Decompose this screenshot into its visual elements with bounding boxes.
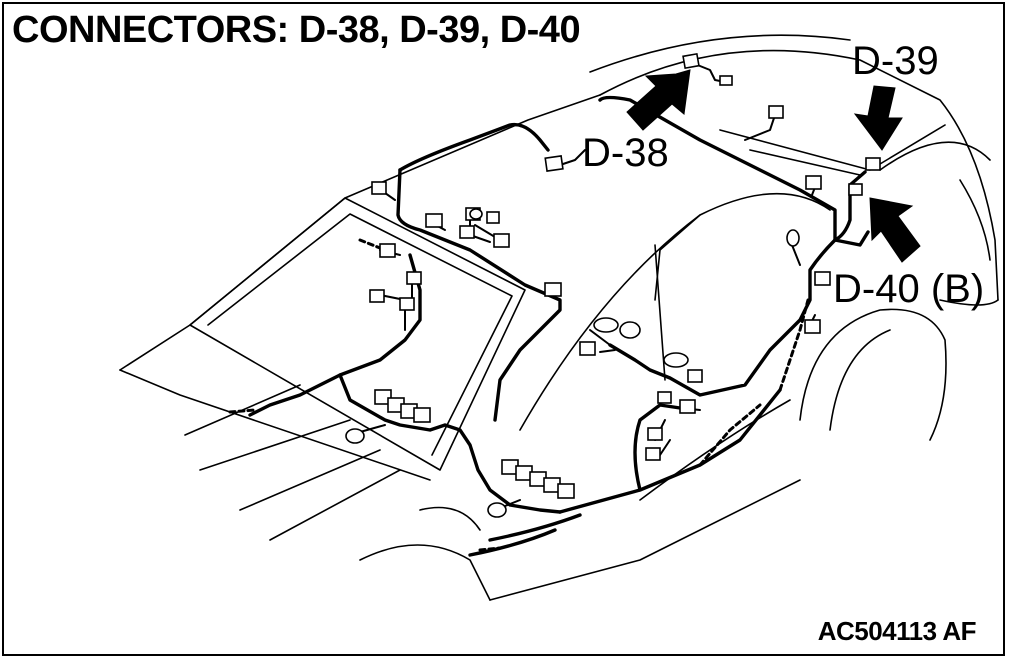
branch-wires bbox=[359, 61, 818, 509]
dashed-harness bbox=[228, 238, 810, 552]
page-title: CONNECTORS: D-38, D-39, D-40 bbox=[12, 9, 581, 51]
round-connectors bbox=[345, 208, 800, 518]
connector-blocks bbox=[369, 52, 881, 499]
figure-code: AC504113 AF bbox=[817, 616, 977, 646]
d39-arrow-icon bbox=[853, 85, 903, 151]
label-d38: D-38 bbox=[582, 131, 669, 175]
car-body-outline bbox=[119, 34, 999, 601]
d38-arrow-icon bbox=[626, 69, 691, 131]
label-d39: D-39 bbox=[852, 39, 939, 83]
wiring-harness bbox=[248, 95, 870, 557]
d40-arrow-icon bbox=[869, 197, 921, 263]
pointer-arrows bbox=[626, 69, 921, 263]
label-d40: D-40 (B) bbox=[833, 267, 985, 311]
